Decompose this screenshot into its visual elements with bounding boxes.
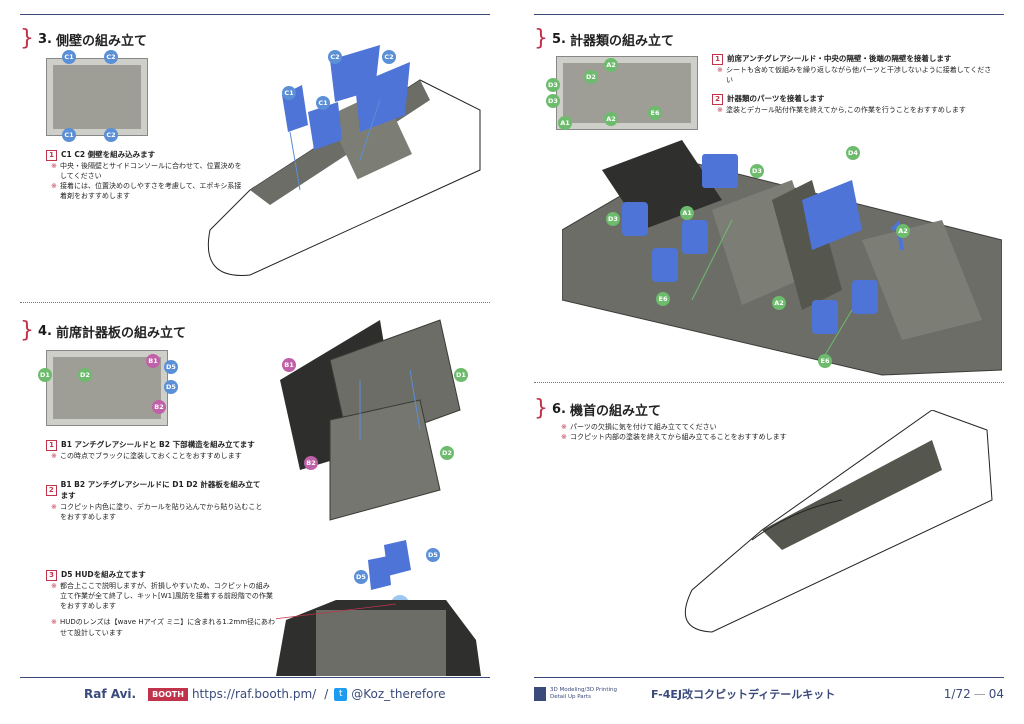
step6-diagram bbox=[684, 410, 993, 633]
left-footer: Raf Avi. BOOTH https://raf.booth.pm/ / t… bbox=[20, 677, 490, 706]
part-tag: D3 bbox=[546, 94, 560, 108]
right-footer: 3D Modeling/3D Printing Detail Up Parts … bbox=[534, 677, 1004, 706]
brace-icon: } bbox=[534, 26, 548, 51]
top-rule bbox=[20, 14, 490, 15]
step4-instruction-3: 3D5 HUDを組み立てます 都合上ここで説明しますが、折損しやすいため、コクピ… bbox=[46, 570, 276, 638]
scale-label: 1/72 bbox=[943, 687, 971, 701]
twitter-icon: t bbox=[334, 687, 348, 701]
part-tag: D5 bbox=[426, 548, 440, 562]
step4-instruction-2: 2B1 B2 アンチグレアシールドに D1 D2 計器板を組み立てます コクピッ… bbox=[46, 480, 266, 522]
step5-thumbnail bbox=[556, 56, 698, 130]
part-tag: B1 bbox=[146, 354, 160, 368]
section-divider bbox=[20, 302, 490, 303]
part-tag: A1 bbox=[680, 206, 694, 220]
part-tag: D5 bbox=[164, 360, 178, 374]
product-title: F-4EJ改コクピットディテールキット bbox=[651, 688, 836, 701]
part-tag: D4 bbox=[846, 146, 860, 160]
part-tag: A1 bbox=[558, 116, 572, 130]
brace-icon: } bbox=[20, 26, 34, 51]
part-tag: D5 bbox=[164, 380, 178, 394]
part-tag: B1 bbox=[282, 358, 296, 372]
step4-diagram bbox=[280, 319, 461, 521]
top-rule bbox=[534, 14, 1004, 15]
part-tag: A2 bbox=[604, 112, 618, 126]
page-number: 04 bbox=[988, 687, 1004, 701]
part-tag: A2 bbox=[772, 296, 786, 310]
step4-instruction-1: 1B1 アンチグレアシールドと B2 下部構造を組み立てます この時点でブラック… bbox=[46, 440, 266, 461]
brace-icon: } bbox=[534, 396, 548, 421]
part-tag: B2 bbox=[304, 456, 318, 470]
brand-name: Raf Avi. bbox=[84, 687, 137, 701]
step4-heading: } 4. 前席計器板の組み立て bbox=[20, 318, 186, 343]
part-tag: D2 bbox=[440, 446, 454, 460]
brand-logo-icon bbox=[534, 687, 546, 701]
step5-heading: } 5. 計器類の組み立て bbox=[534, 26, 674, 51]
brand-tagline: 3D Modeling/3D Printing Detail Up Parts bbox=[550, 687, 617, 700]
part-tag: D3 bbox=[546, 78, 560, 92]
part-tag: D3 bbox=[750, 164, 764, 178]
part-tag: C2 bbox=[104, 128, 118, 142]
step3-instructions: 1C1 C2 側壁を組み込みます 中央・後隔壁とサイドコンソールに合わせて、位置… bbox=[46, 150, 246, 202]
step5-diagram bbox=[562, 140, 1002, 376]
twitter-handle[interactable]: @Koz_therefore bbox=[351, 687, 446, 701]
part-tag: D3 bbox=[606, 212, 620, 226]
part-tag: E6 bbox=[656, 292, 670, 306]
part-tag: C2 bbox=[328, 50, 342, 64]
part-tag: C1 bbox=[316, 96, 330, 110]
step3-diagram bbox=[207, 45, 481, 276]
part-tag: A2 bbox=[896, 224, 910, 238]
booth-link[interactable]: https://raf.booth.pm/ bbox=[191, 687, 317, 701]
step6-heading: } 6. 機首の組み立て bbox=[534, 396, 661, 421]
step6-notes: パーツの欠損に気を付けて組み立ててください コクピット内部の塗装を終えてから組み… bbox=[556, 422, 796, 442]
part-tag: D1 bbox=[454, 368, 468, 382]
part-tag: C1 bbox=[62, 50, 76, 64]
part-tag: E6 bbox=[648, 106, 662, 120]
section-divider bbox=[534, 382, 1004, 383]
part-tag: C2 bbox=[382, 50, 396, 64]
part-tag: B2 bbox=[152, 400, 166, 414]
part-tag: C1 bbox=[282, 86, 296, 100]
brace-icon: } bbox=[20, 318, 34, 343]
part-tag: D1 bbox=[38, 368, 52, 382]
hud-diagram bbox=[276, 540, 481, 676]
part-tag: D2 bbox=[584, 70, 598, 84]
part-tag: E6 bbox=[818, 354, 832, 368]
part-tag: C1 bbox=[62, 128, 76, 142]
part-tag: D2 bbox=[78, 368, 92, 382]
booth-badge: BOOTH bbox=[148, 687, 188, 701]
part-tag: A2 bbox=[604, 58, 618, 72]
step3-heading: } 3. 側壁の組み立て bbox=[20, 26, 147, 51]
step3-thumbnail bbox=[46, 58, 148, 136]
part-tag: D5 bbox=[354, 570, 368, 584]
part-tag: C2 bbox=[104, 50, 118, 64]
